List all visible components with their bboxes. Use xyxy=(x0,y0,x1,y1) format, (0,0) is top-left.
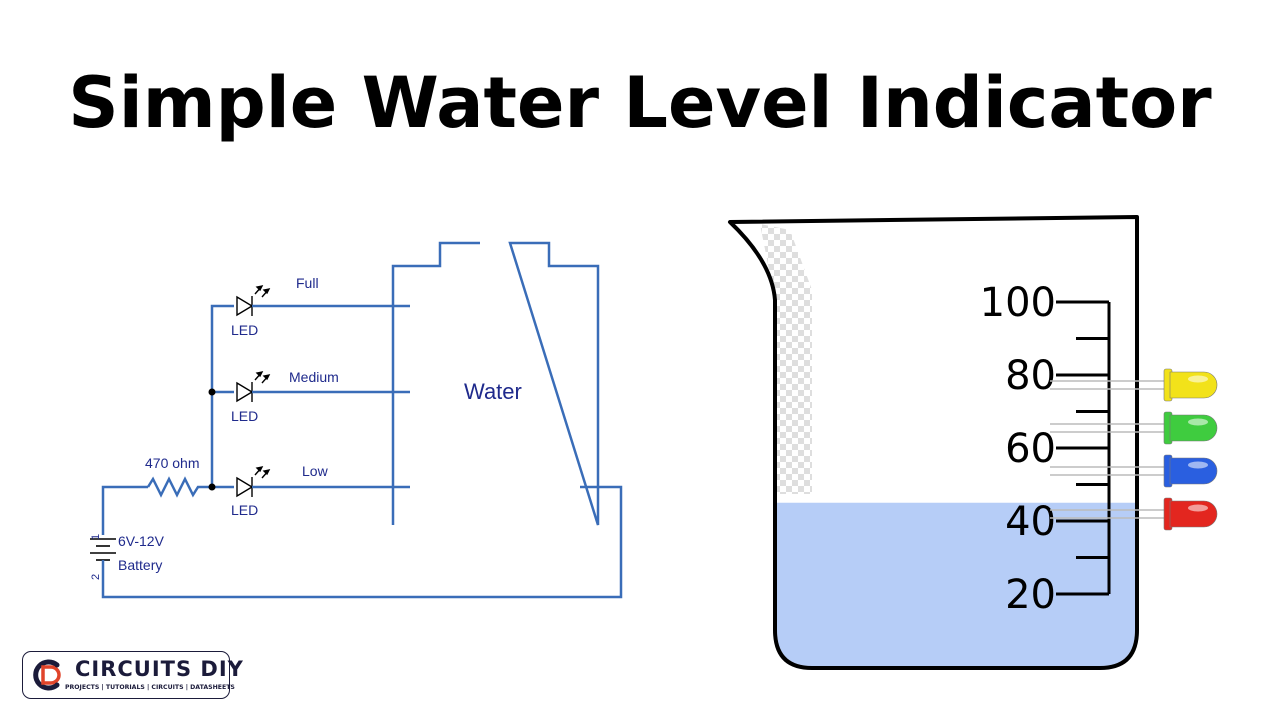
junction-dot xyxy=(208,483,216,491)
beaker-outline xyxy=(728,215,1139,670)
circuit-diagram xyxy=(101,241,623,599)
circuits-diy-logo: CIRCUITS DIY PROJECTS | TUTORIALS | CIRC… xyxy=(22,651,243,699)
battery-to-resistor-wire xyxy=(101,485,148,535)
led-label-low: LED xyxy=(231,502,258,518)
tank-label: Water xyxy=(464,379,522,404)
level-label-full: Full xyxy=(296,275,319,291)
led-full-symbol xyxy=(236,285,272,317)
junction-dot xyxy=(208,388,216,396)
resistor-label: 470 ohm xyxy=(145,455,199,471)
battery-voltage-label: 6V-12V xyxy=(118,533,165,549)
level-label-medium: Medium xyxy=(289,369,339,385)
water-tank xyxy=(391,241,600,526)
battery-pin-2: 2 xyxy=(90,574,102,580)
scale-label: 60 xyxy=(1005,426,1056,472)
indicator-led xyxy=(1050,368,1218,402)
scale-label: 100 xyxy=(980,280,1056,326)
beaker-water xyxy=(777,502,1135,666)
beaker-glass-shading xyxy=(760,224,812,494)
beaker-leds xyxy=(1050,368,1218,531)
led-medium-symbol xyxy=(236,371,272,403)
led-low-symbol xyxy=(236,466,272,498)
beaker: 100 80 60 40 20 xyxy=(728,215,1139,670)
logo-tagline: PROJECTS | TUTORIALS | CIRCUITS | DATASH… xyxy=(65,684,235,691)
led-label-full: LED xyxy=(231,322,258,338)
led-label-medium: LED xyxy=(231,408,258,424)
indicator-led xyxy=(1050,411,1218,445)
logo-cd-icon xyxy=(33,659,61,691)
indicator-led xyxy=(1050,497,1218,531)
battery-symbol xyxy=(90,538,116,570)
battery-pin-1: 1 xyxy=(90,534,102,540)
scale-label: 80 xyxy=(1005,353,1056,399)
level-label-low: Low xyxy=(302,463,329,479)
scale-label: 40 xyxy=(1005,499,1056,545)
common-probe-wire xyxy=(101,485,623,599)
beaker-scale: 100 80 60 40 20 xyxy=(980,280,1111,618)
battery-label: Battery xyxy=(118,557,162,573)
logo-name: CIRCUITS DIY xyxy=(75,657,244,681)
resistor xyxy=(146,476,212,498)
led-bus-wire xyxy=(210,304,234,489)
scale-label: 20 xyxy=(1005,572,1056,618)
page-title: Simple Water Level Indicator xyxy=(68,62,1212,144)
indicator-led xyxy=(1050,454,1218,488)
